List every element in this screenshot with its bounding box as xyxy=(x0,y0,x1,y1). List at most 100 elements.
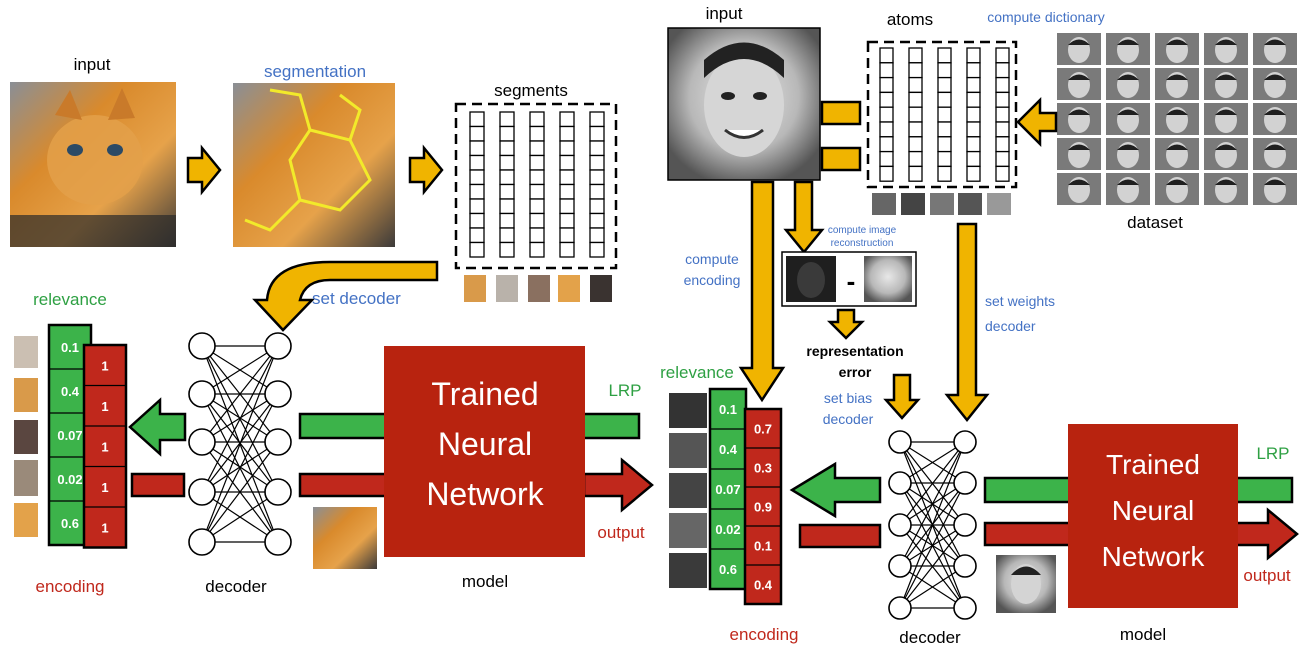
decoder-node xyxy=(953,554,977,578)
left-set-decoder-arrow xyxy=(252,260,439,332)
left-green-bar-model xyxy=(298,412,388,440)
dictionary-cell xyxy=(995,106,1010,123)
left-model-box xyxy=(384,346,585,557)
dictionary-cell xyxy=(469,125,485,142)
left-arrow-seg-to-segments xyxy=(408,144,444,196)
dictionary-cell xyxy=(879,165,894,182)
dictionary-cell xyxy=(908,91,923,108)
dictionary-cell xyxy=(499,212,515,229)
dictionary-cell xyxy=(908,136,923,153)
dictionary-cell xyxy=(559,183,575,200)
dictionary-cell xyxy=(966,150,981,168)
left-arrow-input-to-seg xyxy=(186,144,222,196)
right-compute-encoding-arrow xyxy=(738,180,786,403)
right-red-bar-in xyxy=(798,523,882,549)
right-gold-bar-1 xyxy=(820,100,862,126)
right-minus-sign: - xyxy=(847,266,856,296)
right-rep-error-line-2: error xyxy=(839,364,872,380)
dictionary-cell xyxy=(879,47,894,64)
dataset-face-hair xyxy=(1264,109,1286,115)
right-relevance-value: 0.02 xyxy=(715,522,740,537)
dataset-face-hair xyxy=(1166,179,1188,185)
dictionary-cell xyxy=(469,111,485,128)
dataset-face-hair xyxy=(1117,144,1139,150)
dictionary-cell xyxy=(559,212,575,229)
left-relevance-value: 0.4 xyxy=(61,384,80,399)
decoder-node xyxy=(888,513,912,537)
dictionary-cell xyxy=(559,125,575,142)
dictionary-cell xyxy=(529,198,545,215)
dictionary-cell xyxy=(559,154,575,171)
left-decoder-label: decoder xyxy=(205,577,267,596)
dictionary-cell xyxy=(499,140,515,157)
dictionary-cell xyxy=(937,121,952,138)
right-rep-error-line-1: representation xyxy=(806,343,903,359)
decoder-edge xyxy=(201,491,279,543)
right-set-weights-line-2: decoder xyxy=(985,318,1036,334)
dataset-face-hair xyxy=(1068,39,1090,45)
dictionary-cell xyxy=(559,140,575,157)
left-set-decoder-label: set decoder xyxy=(312,289,401,308)
right-rep-error-arrow xyxy=(826,308,866,340)
right-green-arrow-left xyxy=(789,461,882,519)
dictionary-cell xyxy=(499,154,515,171)
right-green-bar-lrp xyxy=(1234,476,1294,504)
left-lrp-label: LRP xyxy=(608,381,641,400)
dataset-face-hair xyxy=(1166,144,1188,150)
dictionary-cell xyxy=(908,62,923,79)
right-model-line-3: Network xyxy=(1102,541,1206,572)
decoder-node xyxy=(888,596,912,620)
left-relevance-thumbnails xyxy=(14,336,38,537)
right-relevance-value: 0.6 xyxy=(719,562,737,577)
dictionary-cell xyxy=(908,165,923,182)
dictionary-cell xyxy=(469,198,485,215)
right-relevance-value: 0.07 xyxy=(715,482,740,497)
left-input-cat-image xyxy=(10,82,176,247)
dictionary-cell xyxy=(499,111,515,128)
dataset-face-hair xyxy=(1117,109,1139,115)
right-input-face-image xyxy=(667,27,821,181)
dictionary-cell xyxy=(589,241,605,258)
left-segments-thumbnails xyxy=(464,275,612,302)
dictionary-cell xyxy=(529,227,545,244)
dictionary-cell xyxy=(499,183,515,200)
dictionary-cell xyxy=(589,140,605,157)
decoder-node xyxy=(188,428,216,456)
dictionary-cell xyxy=(995,150,1010,168)
left-relevance-value: 0.02 xyxy=(57,472,82,487)
right-compute-dictionary-label: compute dictionary xyxy=(987,9,1105,25)
dataset-face-hair xyxy=(1166,109,1188,115)
right-reconstruction-face-image xyxy=(864,256,912,302)
dictionary-cell xyxy=(469,140,485,157)
dictionary-cell xyxy=(966,106,981,123)
decoder-node xyxy=(888,471,912,495)
dictionary-cell xyxy=(995,165,1010,182)
left-model-line-1: Trained xyxy=(431,376,538,412)
dictionary-cell xyxy=(908,47,923,64)
left-encoding-value: 1 xyxy=(101,439,108,454)
dictionary-cell xyxy=(937,150,952,168)
decoder-node xyxy=(188,528,216,556)
right-encoding-value: 0.7 xyxy=(754,422,772,437)
dataset-face-hair xyxy=(1264,179,1286,185)
dataset-face-hair xyxy=(1068,144,1090,150)
dictionary-cell xyxy=(908,106,923,123)
left-model-line-3: Network xyxy=(426,476,544,512)
dictionary-cell xyxy=(589,227,605,244)
dictionary-cell xyxy=(529,241,545,258)
decoder-edge xyxy=(899,482,966,609)
left-relevance-label: relevance xyxy=(33,290,107,309)
dictionary-cell xyxy=(589,125,605,142)
dataset-face-hair xyxy=(1068,74,1090,80)
right-atoms-box xyxy=(866,40,1018,189)
dictionary-cell xyxy=(937,47,952,64)
left-input-label: input xyxy=(74,55,111,74)
decoder-edge xyxy=(201,345,279,543)
right-model-input-thumbnail xyxy=(996,555,1056,613)
dictionary-cell xyxy=(469,183,485,200)
right-relevance-value: 0.4 xyxy=(719,442,738,457)
right-atoms-thumbnails xyxy=(872,193,1011,215)
right-arrow-dataset-to-atoms xyxy=(1016,96,1058,148)
dataset-face-hair xyxy=(1215,39,1237,45)
dataset-face-hair xyxy=(1166,74,1188,80)
